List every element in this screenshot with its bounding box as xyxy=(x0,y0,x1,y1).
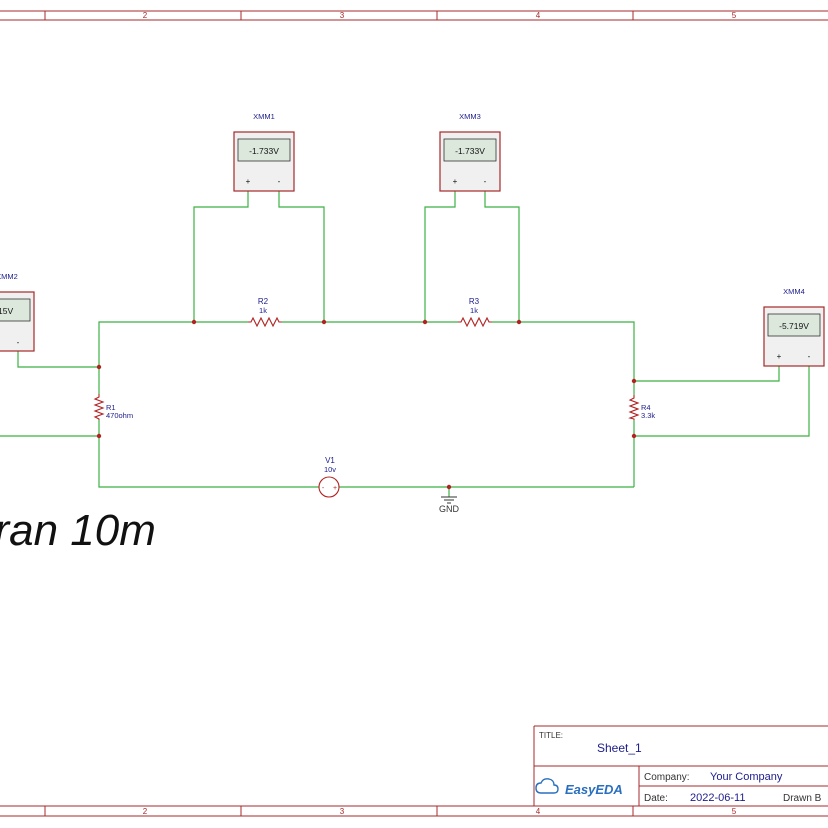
title-value[interactable]: Sheet_1 xyxy=(597,741,642,755)
border-label: 5 xyxy=(732,11,737,20)
resistor-r1[interactable]: R1 470ohm xyxy=(93,394,133,420)
multimeter-reading: 15V xyxy=(0,306,13,316)
border-label: 3 xyxy=(340,11,345,20)
drawn-by-label: Drawn B xyxy=(783,793,822,804)
multimeter-name: XMM4 xyxy=(783,287,805,296)
multimeter-reading: -1.733V xyxy=(455,146,485,156)
multimeter-name: XMM2 xyxy=(0,272,18,281)
wire-xmm3 xyxy=(484,191,520,322)
multimeter-reading: -1.733V xyxy=(249,146,279,156)
resistor-r3-ref: R3 xyxy=(469,297,480,306)
cloud-icon xyxy=(535,778,559,794)
date-value[interactable]: 2022-06-11 xyxy=(690,792,745,804)
company-label: Company: xyxy=(644,772,690,783)
multimeter-plus: + xyxy=(777,352,782,361)
multimeter-minus: - xyxy=(808,352,811,361)
resistor-r3-value: 1k xyxy=(470,306,478,315)
sheet-border xyxy=(0,10,828,817)
resistor-r4-value: 3.3k xyxy=(641,411,655,420)
junction-dot xyxy=(191,319,197,325)
border-label: 4 xyxy=(536,11,541,20)
title-label: TITLE: xyxy=(539,731,563,740)
resistor-r1-ref: R1 xyxy=(106,403,116,412)
junction-dot xyxy=(516,319,522,325)
resistor-r4[interactable]: R4 3.3k xyxy=(628,395,655,420)
wire-xmm4 xyxy=(634,366,810,437)
junction-dot xyxy=(96,433,102,439)
resistor-r2-value: 1k xyxy=(259,306,267,315)
voltage-source-v1[interactable]: - + V1 10v xyxy=(318,456,340,498)
junction-dot xyxy=(96,364,102,370)
voltage-source-symbol xyxy=(318,476,340,498)
date-label: Date: xyxy=(644,793,668,804)
multimeter-minus: - xyxy=(278,177,281,186)
wire-top xyxy=(492,321,635,395)
wire-bottom xyxy=(98,436,319,488)
junction-dot xyxy=(321,319,327,325)
simulation-directive[interactable]: .tran 10m xyxy=(0,506,156,555)
border-top-labels: 2 3 4 5 xyxy=(143,11,737,20)
multimeter-xmm4[interactable]: XMM4 -5.719V + - xyxy=(763,287,825,367)
multimeter-xmm3[interactable]: XMM3 -1.733V + - xyxy=(439,112,501,192)
company-value[interactable]: Your Company xyxy=(710,771,783,783)
junction-dot xyxy=(446,484,452,490)
resistor-r2[interactable]: R2 1k xyxy=(248,297,282,328)
voltage-source-minus: - xyxy=(322,485,325,492)
resistor-r2-ref: R2 xyxy=(258,297,269,306)
multimeter-name: XMM1 xyxy=(253,112,275,121)
multimeter-screen xyxy=(767,313,821,337)
multimeter-plus: + xyxy=(453,177,458,186)
resistor-r2-symbol xyxy=(248,316,282,328)
resistor-r1-value: 470ohm xyxy=(106,411,133,420)
resistor-r3[interactable]: R3 1k xyxy=(458,297,492,328)
resistor-r4-ref: R4 xyxy=(641,403,651,412)
border-label: 2 xyxy=(143,11,148,20)
border-label: 4 xyxy=(536,807,541,816)
border-label: 3 xyxy=(340,807,345,816)
resistor-r1-symbol xyxy=(93,394,105,420)
voltage-source-plus: + xyxy=(333,485,337,492)
ground-symbol[interactable]: GND xyxy=(439,496,460,514)
border-bottom-labels: 2 3 4 5 xyxy=(143,807,737,816)
multimeter-minus: - xyxy=(484,177,487,186)
wire-xmm2 xyxy=(17,351,99,368)
easyeda-logo: EasyEDA xyxy=(535,778,623,797)
multimeter-xmm1[interactable]: XMM1 -1.733V + - xyxy=(233,112,295,192)
logo-text: EasyEDA xyxy=(565,782,623,797)
wire-xmm3 xyxy=(424,191,456,322)
title-block: TITLE: Sheet_1 EasyEDA Company: Your Com… xyxy=(533,725,828,806)
multimeter-screen xyxy=(443,138,497,162)
border-label: 2 xyxy=(143,807,148,816)
junction-dot xyxy=(631,433,637,439)
resistor-r3-symbol xyxy=(458,316,492,328)
voltage-source-value: 10v xyxy=(324,465,336,474)
ground-label: GND xyxy=(439,504,460,514)
voltage-source-ref: V1 xyxy=(325,456,335,465)
wire-xmm4 xyxy=(634,366,780,382)
multimeter-minus: - xyxy=(17,338,20,347)
multimeter-name: XMM3 xyxy=(459,112,481,121)
wire-top xyxy=(98,321,248,367)
junctions xyxy=(96,319,637,490)
wire-xmm1 xyxy=(278,191,325,322)
multimeter-plus: + xyxy=(246,177,251,186)
multimeter-screen xyxy=(237,138,291,162)
wire-xmm1 xyxy=(193,191,249,322)
multimeter-screen xyxy=(0,298,31,322)
junction-dot xyxy=(422,319,428,325)
resistor-r4-symbol xyxy=(628,395,640,420)
multimeter-xmm2[interactable]: XMM2 15V - xyxy=(0,272,35,352)
border-label: 5 xyxy=(732,807,737,816)
junction-dot xyxy=(631,378,637,384)
wires xyxy=(0,191,810,497)
multimeter-reading: -5.719V xyxy=(779,321,809,331)
